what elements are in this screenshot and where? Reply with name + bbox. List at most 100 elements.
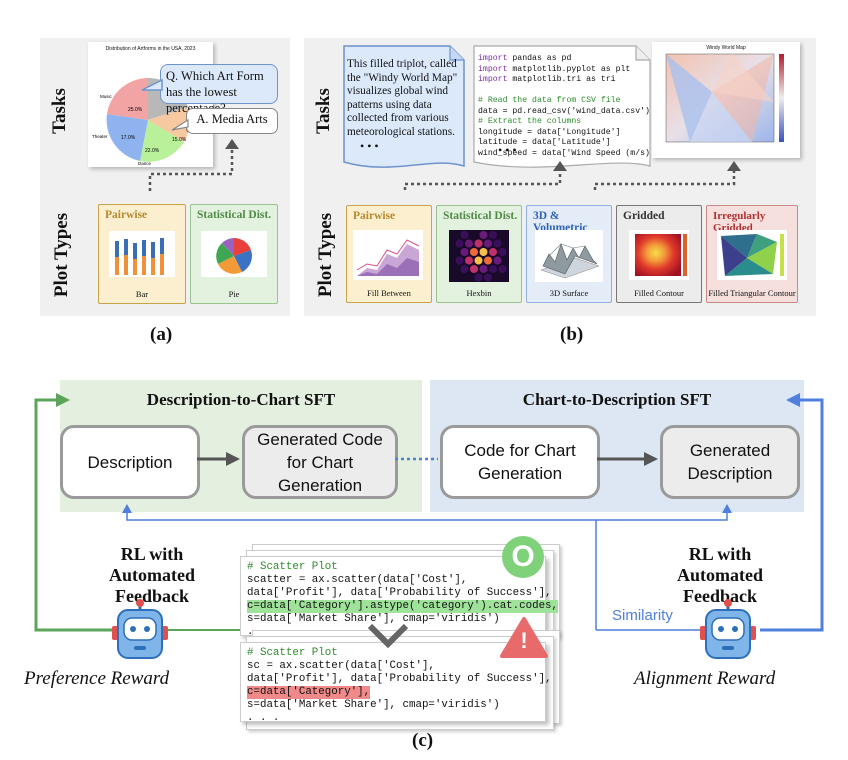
code-line: s=data['Market Share'], cmap='viridis'): [247, 613, 500, 625]
answer-bubble: A. Media Arts: [186, 108, 278, 134]
wind-map-title: Windy World Map: [706, 45, 746, 51]
hexbin-cell: [451, 265, 459, 273]
code-keyword: import: [478, 64, 508, 74]
pie-pct-3: 22.0%: [145, 148, 160, 154]
question-bubble: Q. Which Art Form has the lowest percent…: [160, 64, 278, 115]
pie-chart-card: Distribution of Artforms in the USA, 202…: [88, 42, 213, 167]
code-doc-line: data = pd.read_csv('wind_data.csv'): [478, 107, 660, 118]
caption-a: (a): [150, 324, 173, 345]
hexbin-cell: [460, 248, 469, 256]
hexbin-cell: [455, 256, 464, 265]
hexbin-cell: [484, 273, 492, 282]
d2c-title: Description-to-Chart SFT: [146, 390, 336, 409]
code-line: c=data['Category'].astype('category').ca…: [247, 600, 559, 613]
pie-pct-4: 15.0%: [172, 137, 187, 143]
tri-contour-thumbnail: [717, 230, 787, 280]
chevron-down-icon: [367, 623, 409, 648]
code-keyword: import: [478, 54, 508, 63]
hexbin-cell: [470, 231, 478, 239]
code-text: wind_speed = data['Wind Speed (m/s)']: [478, 148, 660, 158]
code-doc-line: wind_speed = data['Wind Speed (m/s)']: [478, 149, 660, 160]
code-line: # Scatter Plot: [247, 561, 338, 573]
answer-bubble-tail: [171, 118, 189, 131]
generated-description-box: Generated Description: [660, 425, 800, 499]
pairwise-card-b: Pairwise Fill Between: [346, 205, 432, 303]
filled-contour-thumbnail: [629, 230, 689, 280]
pie-slice-media-arts: [148, 107, 191, 142]
hexbin-cell: [489, 265, 497, 273]
code-text: pandas as pd: [507, 54, 572, 63]
hexbin-cell: [493, 256, 502, 265]
pie-slice-theater: [106, 114, 148, 161]
alignment-reward-label: Alignment Reward: [634, 668, 776, 689]
code-line: data['Profit'], data['Probability of Suc…: [247, 673, 552, 685]
pairwise-sub-b: Fill Between: [367, 288, 411, 298]
statdist-sub-b: Hexbin: [466, 288, 492, 298]
generated-description-box-label: Generated Description: [687, 441, 773, 483]
hexbin-cell: [503, 239, 509, 248]
pairwise-card-a: Pairwise Bar: [98, 204, 186, 304]
hexbin-cell: [460, 265, 469, 273]
warning-icon-glyph: !: [520, 628, 528, 653]
hexbin-cell: [460, 231, 469, 239]
hexbin-cell: [470, 265, 478, 273]
correct-icon: O: [502, 536, 544, 578]
rl-right-label: RL with Automated Feedback: [677, 544, 763, 606]
hexbin-cell: [479, 265, 488, 273]
gridded-card-b: Gridded Filled Contour: [616, 205, 702, 303]
code-line: data['Profit'], data['Probability of Suc…: [247, 587, 552, 599]
code-keyword: import: [478, 75, 508, 84]
code-doc-line: longitude = data['Longitude']: [478, 128, 660, 139]
panel-a-connector: [148, 139, 239, 191]
hexbin-cell: [451, 248, 459, 256]
pie-chart: 25.0% 17.0% 22.0% 15.0% Media Arts Music…: [92, 76, 208, 166]
pie-label-music: Music: [100, 94, 113, 99]
gridded-title-b: Gridded: [623, 210, 665, 222]
caption-c: (c): [412, 730, 434, 751]
code-doc-shape: [473, 45, 651, 168]
pie-slice-music: [107, 78, 148, 120]
hexbin-cell: [503, 256, 509, 265]
robot-icon-left: [112, 599, 168, 659]
pie-chart-title: Distribution of Artforms in the USA, 202…: [105, 46, 196, 52]
statdist-card-a: Statistical Dist. Pie: [190, 204, 278, 304]
gridded-sub-b: Filled Contour: [634, 288, 684, 298]
hexbin-cell: [470, 248, 478, 256]
pairwise-title-a: Pairwise: [105, 209, 148, 221]
description-doc-shape: [343, 45, 465, 168]
hexbin-cell: [455, 239, 464, 248]
similarity-label: Similarity: [612, 607, 673, 624]
code-box-label: Code for Chart Generation: [464, 441, 576, 483]
correct-icon-glyph: O: [511, 540, 535, 573]
pie-pct-1: 25.0%: [128, 107, 143, 113]
statdist-title-a: Statistical Dist.: [197, 209, 272, 221]
code-text: latitude = data['Latitude']: [478, 138, 611, 147]
code-doc-line: latitude = data['Latitude']: [478, 138, 660, 149]
hexbin-cell: [465, 239, 473, 248]
question-bubble-tail: [141, 78, 163, 91]
pairwise-sub-a: Bar: [135, 289, 149, 299]
code-doc-line: import pandas as pd: [478, 54, 660, 65]
wind-map-plot: [665, 53, 784, 143]
bar-thumbnail: [109, 231, 175, 277]
volumetric-sub-b: 3D Surface: [549, 288, 589, 298]
code-text: matplotlib.pyplot as plt: [507, 64, 631, 74]
panel-b-connectors: [403, 161, 741, 190]
hexbin-cell: [474, 239, 483, 248]
code-line: sc = ax.scatter(data['Cost'],: [247, 660, 435, 672]
irregular-card-b: Irregularly Gridded Filled Triangular Co…: [706, 205, 798, 303]
hexbin-cell: [474, 273, 483, 282]
code-text: # Read the data from CSV file: [478, 96, 621, 105]
code-doc-line: import matplotlib.pyplot as plt: [478, 65, 660, 76]
pie-pct-2: 17.0%: [121, 135, 136, 141]
hexbin-cell: [455, 273, 464, 282]
hexbin-cell: [493, 273, 502, 282]
code-doc-line: # Extract the columns: [478, 117, 660, 128]
hexbin-cell: [498, 265, 507, 273]
code-text: data = pd.read_csv('wind_data.csv'): [478, 106, 650, 116]
pairwise-title-b: Pairwise: [353, 210, 396, 222]
statdist-title-b: Statistical Dist.: [443, 210, 518, 222]
